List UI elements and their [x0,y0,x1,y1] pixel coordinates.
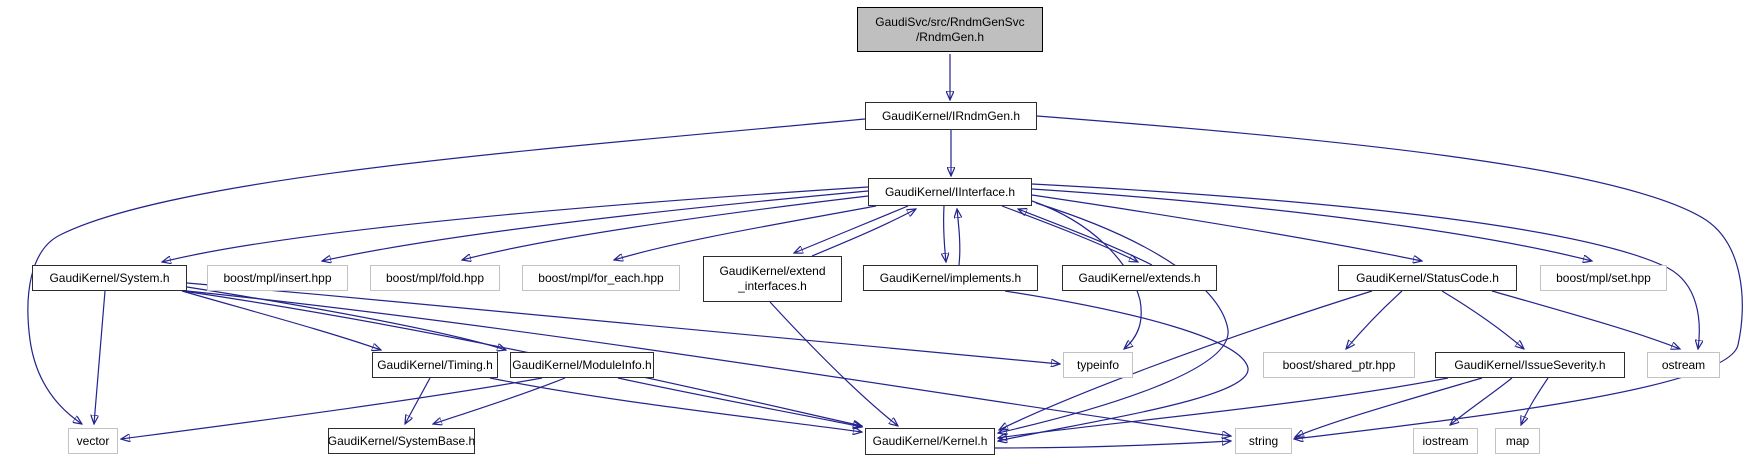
node-typeinfo: typeinfo [1063,352,1133,378]
node-boost-shared-ptr: boost/shared_ptr.hpp [1263,352,1415,378]
edge-iinterface-extendint [794,205,909,253]
node-iinterface[interactable]: GaudiKernel/IInterface.h [868,178,1032,206]
edge-timing-systembase [405,377,431,424]
node-boost-mpl-fold: boost/mpl/fold.hpp [370,265,500,291]
edge-extendint-iinterface [811,209,916,257]
edge-timing-kernel [489,377,862,432]
edge-irndmgen-string [1036,115,1743,439]
edge-irndmgen-vector [27,118,866,424]
node-statuscode[interactable]: GaudiKernel/StatusCode.h [1338,265,1517,291]
node-ostream: ostream [1647,352,1720,378]
edge-statuscode-ostream [1491,290,1680,349]
edge-iinterface-foreach [614,205,877,260]
node-systembase[interactable]: GaudiKernel/SystemBase.h [328,428,475,454]
node-timing[interactable]: GaudiKernel/Timing.h [372,352,498,378]
node-implements[interactable]: GaudiKernel/implements.h [863,265,1038,291]
edge-extendint-kernel [769,301,898,426]
node-rndmgen-root: GaudiSvc/src/RndmGenSvc /RndmGen.h [857,7,1043,52]
node-boost-mpl-for-each: boost/mpl/for_each.hpp [522,265,680,291]
edge-implements-iinterface [957,209,960,266]
edge-iinterface-setpp [1031,188,1592,261]
edge-system-vector [94,290,106,424]
edge-extends-iinterface [1018,209,1153,266]
edge-statuscode-sharedptr [1346,290,1403,349]
edge-iinterface-fold [462,195,869,260]
node-boost-mpl-set: boost/mpl/set.hpp [1540,265,1667,291]
edge-moduleinfo-vector [121,377,543,439]
node-extends[interactable]: GaudiKernel/extends.h [1062,265,1217,291]
edge-system-string [186,290,1231,436]
edge-statuscode-kernel [999,290,1373,430]
edge-system-timing [181,290,381,350]
edge-iinterface-ostream [1031,183,1699,349]
node-map: map [1495,428,1540,454]
edge-statuscode-issueseverity [1441,290,1524,349]
node-irndmgen[interactable]: GaudiKernel/IRndmGen.h [865,102,1037,130]
edge-iinterface-insert [322,190,869,261]
edge-issueseverity-map [1521,377,1549,425]
edge-iinterface-implements [944,205,946,262]
node-string: string [1235,428,1292,454]
node-kernel[interactable]: GaudiKernel/Kernel.h [865,428,995,455]
node-issueseverity[interactable]: GaudiKernel/IssueSeverity.h [1435,352,1625,378]
node-vector: vector [68,428,118,454]
edge-issueseverity-iostream [1450,377,1513,425]
edge-iinterface-kernel [998,202,1229,433]
node-moduleinfo[interactable]: GaudiKernel/ModuleInfo.h [510,352,654,378]
edge-implements-kernel [998,290,1249,441]
node-system[interactable]: GaudiKernel/System.h [32,265,187,291]
edge-iinterface-system [162,186,869,262]
edge-kernel-string [994,441,1231,449]
node-iostream: iostream [1413,428,1478,454]
edge-moduleinfo-systembase [433,377,566,424]
edge-moduleinfo-kernel [617,377,862,427]
node-extend-interfaces[interactable]: GaudiKernel/extend _interfaces.h [703,256,842,302]
edge-issueseverity-string [1295,377,1483,437]
edge-iinterface-statuscode [1031,194,1422,261]
edge-issueseverity-kernel [998,377,1449,438]
node-boost-mpl-insert: boost/mpl/insert.hpp [207,265,348,291]
